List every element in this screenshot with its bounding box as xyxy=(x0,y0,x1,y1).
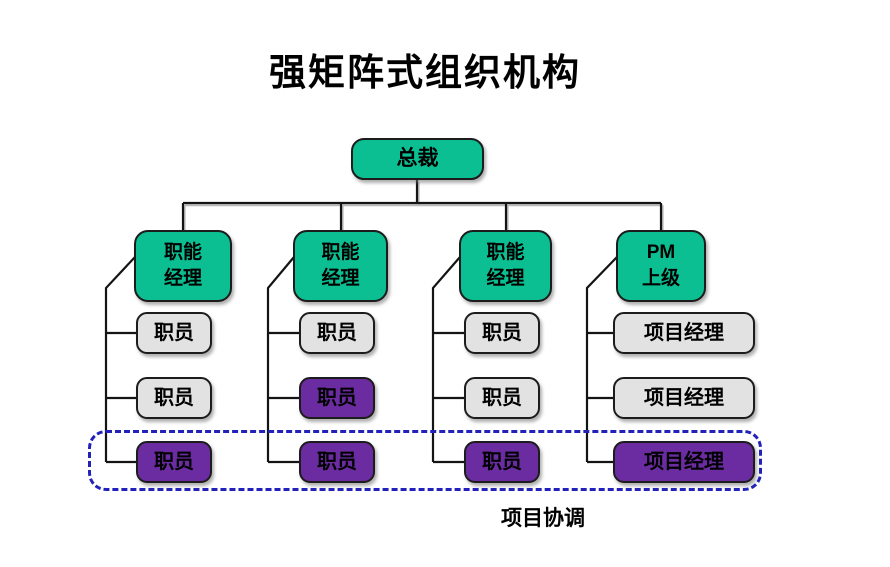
column-4-connector xyxy=(585,256,618,464)
node-label-line2: 经理 xyxy=(486,268,525,289)
node-pm-superior: PM 上级 xyxy=(616,230,706,302)
project-coordination-zone xyxy=(88,430,762,491)
node-label: 项目经理 xyxy=(644,451,724,473)
node-label: 职员 xyxy=(482,322,522,344)
column-2-connector xyxy=(266,256,300,464)
coordination-label: 项目协调 xyxy=(501,507,585,530)
node-label-line1: 职能 xyxy=(486,242,525,264)
column-3-connector xyxy=(431,256,465,464)
tree-connector xyxy=(181,180,663,231)
node-label: 职员 xyxy=(154,322,194,344)
node-staff: 职员 xyxy=(136,312,212,354)
column-1-connector xyxy=(104,256,137,464)
node-label-line1: PM xyxy=(646,242,676,264)
node-label: 职员 xyxy=(482,387,522,409)
node-functional-manager-1: 职能 经理 xyxy=(134,230,232,302)
node-staff: 职员 xyxy=(464,312,540,354)
node-staff-coordinated: 职员 xyxy=(136,441,212,483)
node-label: 项目经理 xyxy=(644,322,724,344)
node-staff: 职员 xyxy=(299,312,375,354)
node-staff-coordinated: 职员 xyxy=(299,441,375,483)
node-label: 职员 xyxy=(317,451,357,473)
node-functional-manager-2: 职能 经理 xyxy=(293,230,388,302)
node-staff: 职员 xyxy=(136,377,212,419)
node-label-line2: 上级 xyxy=(641,268,680,289)
chart-title: 强矩阵式组织机构 xyxy=(269,52,581,93)
node-label: 职员 xyxy=(317,322,357,344)
node-label: 职员 xyxy=(317,387,357,409)
node-label: 总裁 xyxy=(396,147,439,171)
node-project-manager-coordinated: 项目经理 xyxy=(613,441,755,483)
node-president: 总裁 xyxy=(351,138,484,180)
node-label: 职员 xyxy=(154,387,194,409)
node-label-line1: 职能 xyxy=(163,242,202,264)
node-project-manager: 项目经理 xyxy=(613,312,755,354)
node-staff-coordinated: 职员 xyxy=(464,441,540,483)
node-label-line2: 经理 xyxy=(163,268,202,289)
node-label-line1: 职能 xyxy=(321,242,360,264)
node-label: 项目经理 xyxy=(644,387,724,409)
node-project-manager: 项目经理 xyxy=(613,377,755,419)
node-staff: 职员 xyxy=(464,377,540,419)
node-label: 职员 xyxy=(154,451,194,473)
node-staff-coordinated: 职员 xyxy=(299,377,375,419)
node-functional-manager-3: 职能 经理 xyxy=(459,230,552,302)
node-label-line2: 经理 xyxy=(321,268,360,289)
node-label: 职员 xyxy=(482,451,522,473)
